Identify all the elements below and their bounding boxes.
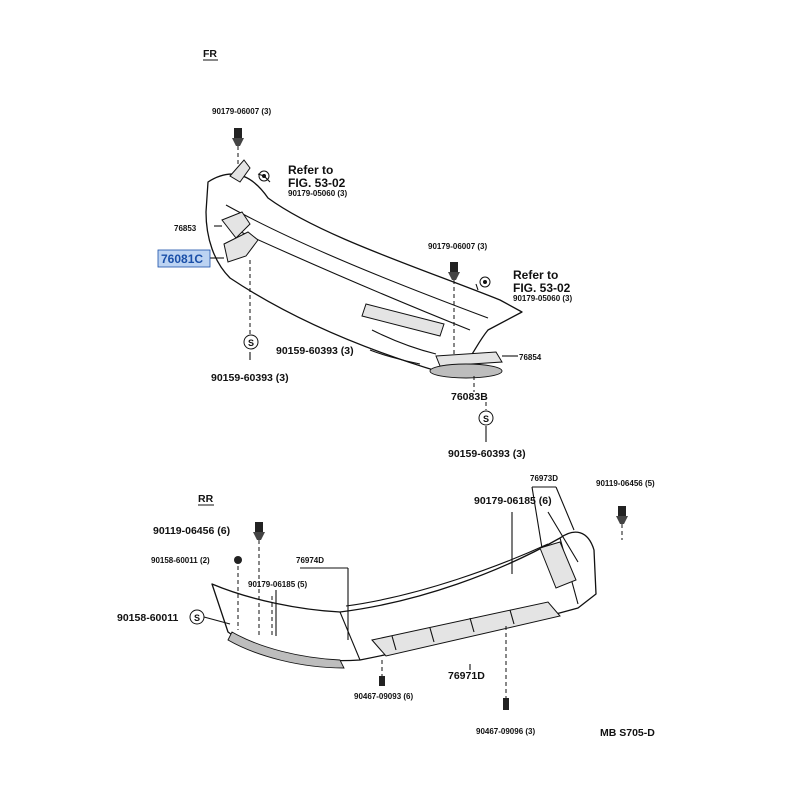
label-90467-09096-3: 90467-09096 (3) [476,727,535,736]
label-90179-06007-mid: 90179-06007 (3) [428,242,487,251]
label-refer-to-2a: Refer to [513,268,558,282]
rear-reinforcement-76971d [371,601,561,657]
label-76854: 76854 [519,353,542,362]
section-rear-label: RR [198,493,214,505]
label-90159-60393-bottom: 90159-60393 (3) [448,448,526,460]
label-refer-to-1b: FIG. 53-02 [288,176,346,190]
label-90159-60393-mid: 90159-60393 (3) [276,345,354,357]
label-refer-to-1a: Refer to [288,163,333,177]
bolt-icon [448,262,460,280]
label-90179-06185-6: 90179-06185 (6) [474,495,552,507]
label-76853: 76853 [174,224,197,233]
label-refer-to-2b: FIG. 53-02 [513,281,571,295]
bracket-76081c [223,231,259,263]
label-90467-09093-6: 90467-09093 (6) [354,692,413,701]
clip-icon [379,676,385,686]
label-90179-05060-2: 90179-05060 (3) [513,294,572,303]
drawing-code: MB S705-D [600,727,655,739]
label-90119-06456-6: 90119-06456 (6) [153,525,230,537]
screw-icon: S [189,609,205,625]
svg-text:S: S [248,338,254,348]
bracket-76973d [539,541,577,589]
svg-text:S: S [194,613,200,623]
label-76973d: 76973D [530,474,558,483]
nut-icon [479,276,491,288]
bracket-76853 [229,159,251,183]
label-76081c[interactable]: 76081C [161,252,203,266]
rear-bumper-assembly: S [189,486,628,710]
label-90158-60011: 90158-60011 [117,612,178,624]
label-90179-06185-5: 90179-06185 (5) [248,580,307,589]
screw-icon: S [243,334,259,350]
bolt-icon [616,506,628,524]
label-76974d: 76974D [296,556,324,565]
label-76083b: 76083B [451,391,488,403]
bolt-icon [232,128,244,146]
front-bumper-assembly: S S [205,128,523,442]
label-90158-60011-2: 90158-60011 (2) [151,556,210,565]
label-90179-06007-top: 90179-06007 (3) [212,107,271,116]
section-front-label: FR [203,48,217,60]
label-90119-06456-5: 90119-06456 (5) [596,479,655,488]
bracket-76974d [227,631,345,669]
label-76971d: 76971D [448,670,485,682]
bolt-icon [253,522,265,540]
front-bumper-grille [361,303,445,337]
screw-icon: S [478,410,494,426]
bracket-76854 [435,351,503,367]
label-90179-05060-1: 90179-05060 (3) [288,189,347,198]
label-90159-60393-left: 90159-60393 (3) [211,372,289,384]
clip-icon [503,698,509,710]
highlight-box-76081c [157,249,211,268]
svg-text:S: S [483,414,489,424]
retainer-76853 [221,211,251,239]
nut-icon [234,556,242,564]
bracket-76083b [429,363,503,379]
